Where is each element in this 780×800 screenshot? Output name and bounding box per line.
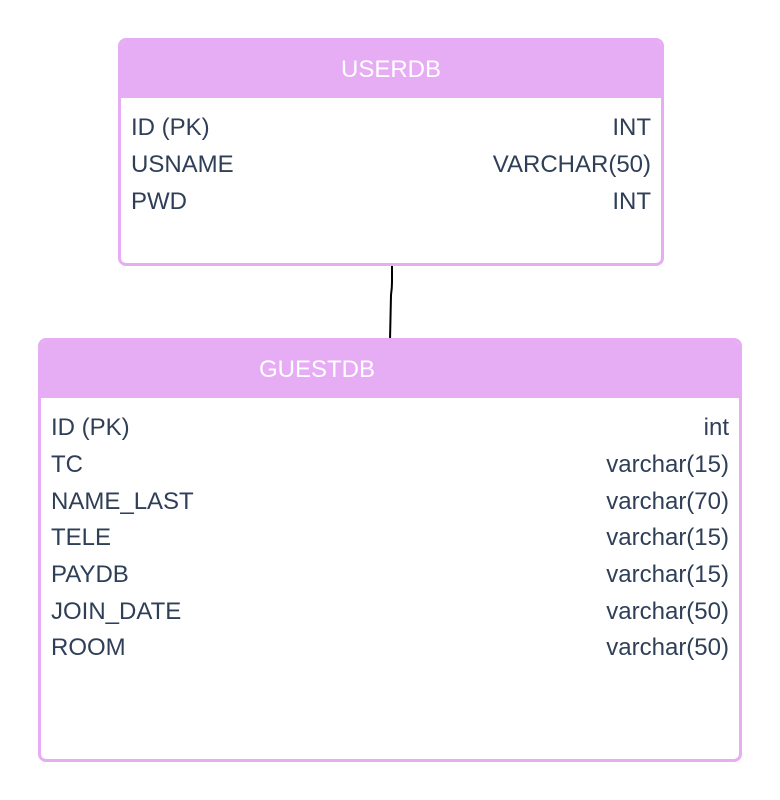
column-type: varchar(15) — [606, 561, 729, 589]
userdb-table[interactable]: USERDB ID (PK) INT USNAME VARCHAR(50) PW… — [118, 38, 664, 266]
column-type: INT — [612, 114, 651, 142]
column-type: varchar(50) — [606, 597, 729, 625]
userdb-row[interactable]: USNAME VARCHAR(50) — [131, 147, 651, 184]
guestdb-row[interactable]: JOIN_DATE varchar(50) — [51, 593, 729, 630]
column-type: INT — [612, 187, 651, 215]
column-type: varchar(50) — [606, 634, 729, 662]
column-name: ROOM — [51, 634, 126, 662]
guestdb-row[interactable]: PAYDB varchar(15) — [51, 557, 729, 594]
userdb-title: USERDB — [340, 56, 442, 83]
column-name: PAYDB — [51, 561, 129, 589]
column-name: ID (PK) — [131, 114, 210, 142]
column-type: varchar(15) — [606, 451, 729, 479]
column-type: VARCHAR(50) — [492, 151, 651, 179]
column-name: JOIN_DATE — [51, 597, 182, 625]
column-name: TC — [51, 451, 83, 479]
userdb-row[interactable]: ID (PK) INT — [131, 110, 651, 147]
relationship-line[interactable] — [389, 266, 393, 341]
userdb-columns: ID (PK) INT USNAME VARCHAR(50) PWD INT — [121, 98, 661, 220]
guestdb-header[interactable]: GUESTDB — [41, 341, 739, 398]
column-name: ID (PK) — [51, 414, 130, 442]
guestdb-table[interactable]: GUESTDB ID (PK) int TC varchar(15) NAME_… — [38, 338, 742, 762]
guestdb-row[interactable]: ID (PK) int — [51, 410, 729, 447]
column-type: int — [703, 414, 729, 442]
userdb-header[interactable]: USERDB — [121, 41, 661, 98]
column-name: PWD — [131, 187, 187, 215]
column-name: TELE — [51, 524, 112, 552]
guestdb-title: GUESTDB — [259, 356, 376, 383]
column-name: NAME_LAST — [51, 487, 194, 515]
userdb-row[interactable]: PWD INT — [131, 183, 651, 220]
guestdb-columns: ID (PK) int TC varchar(15) NAME_LAST var… — [41, 398, 739, 667]
guestdb-row[interactable]: NAME_LAST varchar(70) — [51, 483, 729, 520]
column-name: USNAME — [131, 151, 234, 179]
guestdb-row[interactable]: TC varchar(15) — [51, 447, 729, 484]
guestdb-row[interactable]: TELE varchar(15) — [51, 520, 729, 557]
guestdb-row[interactable]: ROOM varchar(50) — [51, 630, 729, 667]
column-type: varchar(70) — [606, 487, 729, 515]
column-type: varchar(15) — [606, 524, 729, 552]
